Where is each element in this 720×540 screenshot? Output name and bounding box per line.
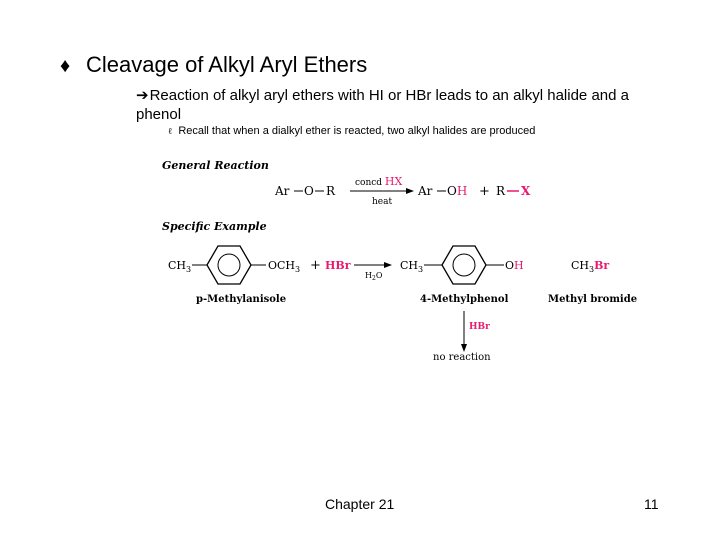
name-p-methylanisole: p-Methylanisole	[196, 294, 286, 305]
general-reactant-o: O	[304, 184, 314, 198]
oh-h: H	[457, 184, 467, 198]
product-ch3: CH3	[400, 259, 423, 274]
general-product-x: X	[521, 184, 531, 198]
reagent-concd: concd	[355, 178, 385, 188]
reagent-hbr-down: HBr	[469, 322, 490, 332]
reagent-hbr: HBr	[325, 259, 351, 272]
general-plus: +	[479, 184, 490, 199]
aromatic-circle	[217, 253, 241, 277]
reaction-arrowhead-icon	[406, 188, 414, 194]
bullet-point-1-text: Reaction of alkyl aryl ethers with HI or…	[136, 87, 629, 123]
specific-example-heading: Specific Example	[162, 220, 267, 233]
aromatic-circle	[452, 253, 476, 277]
oh-o: O	[447, 184, 457, 198]
sub-bullet-icon: ℓ	[168, 127, 173, 137]
benzene-ring-product	[441, 245, 487, 285]
reaction-diagram: General Reaction Ar O R concd HX heat Ar…	[162, 159, 637, 363]
general-reactant-r: R	[326, 184, 336, 198]
arrow-bullet-icon: ➔	[136, 87, 149, 104]
bullet-point-2: ℓ Recall that when a dialkyl ether is rea…	[168, 125, 535, 137]
reagent-hx: HX	[385, 175, 403, 188]
diamond-bullet-icon: ♦	[60, 55, 71, 77]
bullet-point-1: ➔Reaction of alkyl aryl ethers with HI o…	[136, 86, 676, 124]
byproduct-water: H2O	[365, 271, 383, 282]
slide-title-row: ♦ Cleavage of Alkyl Aryl Ethers	[60, 52, 367, 78]
general-reactant-ar: Ar	[274, 184, 290, 198]
general-reagent-label: concd HX	[355, 175, 403, 188]
general-product-r: R	[496, 184, 506, 198]
name-methyl-bromide: Methyl bromide	[548, 294, 637, 305]
down-arrowhead-icon	[461, 344, 467, 352]
reaction-arrowhead-icon	[384, 262, 392, 268]
name-4-methylphenol: 4-Methylphenol	[420, 294, 509, 305]
footer-page-number: 11	[644, 496, 659, 512]
specific-plus: +	[310, 258, 321, 273]
reactant-och3: OCH3	[268, 259, 300, 274]
footer-chapter: Chapter 21	[325, 496, 395, 512]
general-product-oh: OH	[447, 184, 467, 198]
no-reaction-label: no reaction	[433, 352, 491, 363]
benzene-ring-reactant	[206, 245, 252, 285]
bullet-point-2-text: Recall that when a dialkyl ether is reac…	[178, 125, 536, 137]
product-ch3br: CH3Br	[571, 259, 609, 274]
product-oh: OH	[505, 259, 524, 272]
slide-title: Cleavage of Alkyl Aryl Ethers	[86, 52, 368, 77]
general-condition-heat: heat	[372, 197, 392, 207]
general-product-ar: Ar	[417, 184, 433, 198]
general-reaction-heading: General Reaction	[162, 159, 269, 172]
reactant-ch3: CH3	[168, 259, 191, 274]
